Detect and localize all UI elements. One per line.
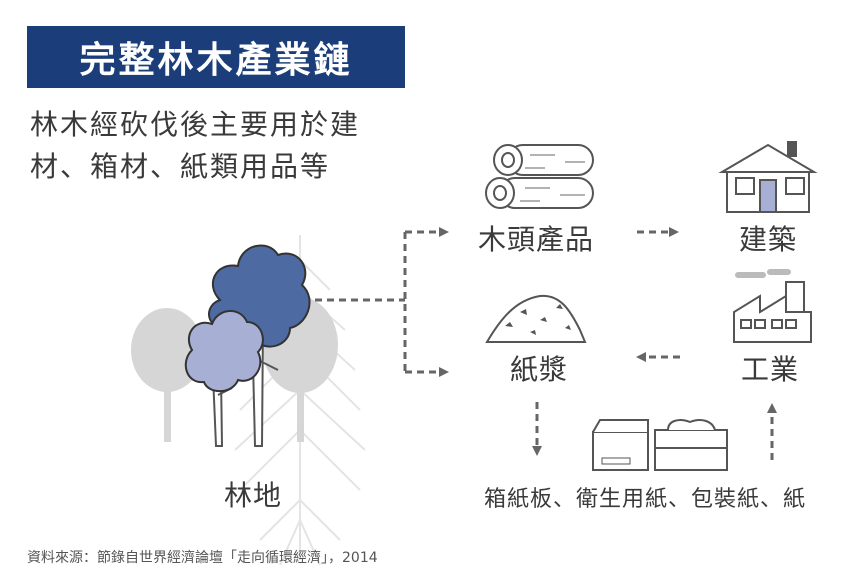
pulp-label: 紙漿 bbox=[510, 353, 569, 386]
page-title: 完整林木產業鏈 bbox=[79, 40, 353, 81]
house-icon bbox=[718, 141, 818, 213]
timber-label: 木頭產品 bbox=[478, 223, 595, 256]
intro-line-1: 林木經砍伐後主要用於建 bbox=[30, 108, 361, 141]
factory-icon bbox=[733, 269, 812, 343]
source-note: 資料來源：節錄自世界經濟論壇「走向循環經濟」，2014 bbox=[27, 550, 378, 566]
connector-lines bbox=[315, 227, 777, 460]
title-banner: 完整林木產業鏈 bbox=[27, 26, 405, 88]
boxes-tissue-icon bbox=[592, 419, 728, 471]
industry-label: 工業 bbox=[741, 353, 800, 386]
log-stack-icon bbox=[485, 144, 594, 209]
pulp-pile-icon bbox=[485, 294, 587, 343]
intro-text: 林木經砍伐後主要用於建 材、箱材、紙類用品等 bbox=[30, 104, 410, 188]
forest-label: 林地 bbox=[224, 479, 283, 512]
light-tree-icon bbox=[184, 310, 264, 447]
intro-line-2: 材、箱材、紙類用品等 bbox=[30, 150, 331, 183]
building-label: 建築 bbox=[739, 223, 798, 256]
paper-products-label: 箱紙板、衛生用紙、包裝紙、紙 bbox=[484, 487, 807, 512]
